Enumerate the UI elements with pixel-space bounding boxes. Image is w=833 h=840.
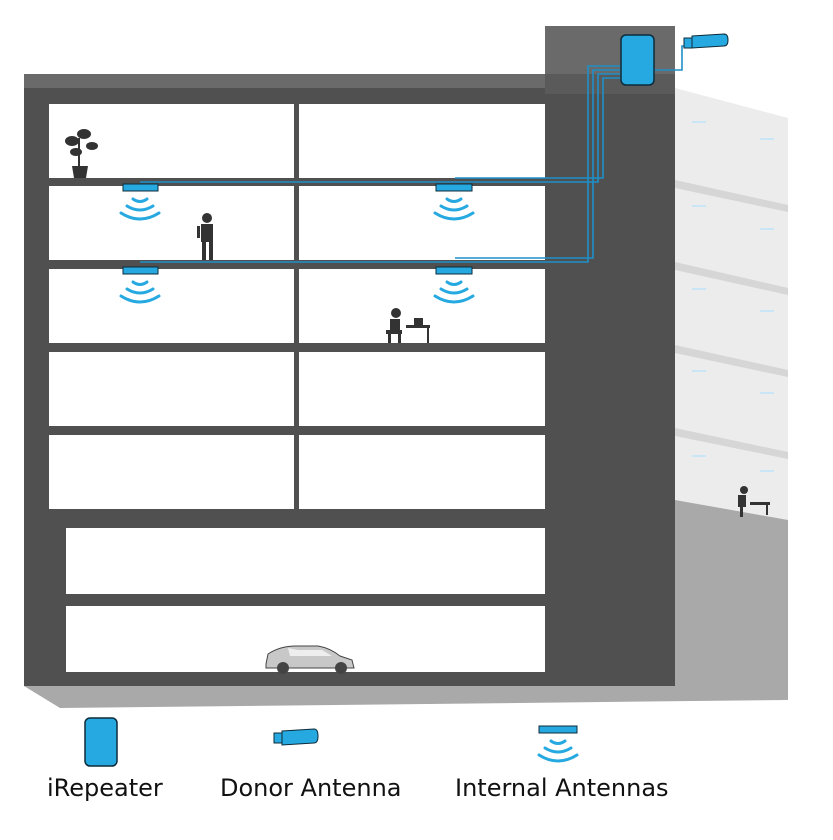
room	[299, 104, 545, 178]
rooms	[49, 104, 545, 672]
room	[299, 186, 545, 260]
wifi-waves-icon	[433, 280, 475, 304]
room	[49, 186, 294, 260]
repeater-icon	[620, 34, 655, 86]
building-side-wall	[675, 88, 788, 700]
person-icon	[197, 213, 213, 260]
room	[49, 104, 294, 178]
wifi-waves	[119, 197, 475, 304]
wifi-waves-icon	[433, 197, 475, 221]
desk-person-icon	[738, 486, 770, 517]
wifi-waves-icon	[119, 280, 161, 304]
donor-antenna-icon	[683, 33, 729, 49]
room	[49, 352, 294, 426]
internal-antenna-icon	[435, 266, 473, 275]
legend-label-donor-antenna: Donor Antenna	[220, 774, 402, 802]
internal-antennas	[122, 183, 473, 275]
room	[49, 435, 294, 509]
ground-slab	[24, 686, 788, 708]
antenna-cables	[140, 45, 690, 263]
room	[66, 528, 545, 594]
legend-repeater-icon	[84, 717, 118, 767]
legend-internal-antenna-icon	[537, 725, 579, 763]
room	[299, 269, 545, 343]
desk-person-icon	[386, 308, 430, 343]
room	[299, 352, 545, 426]
room	[299, 435, 545, 509]
internal-antenna-icon	[435, 183, 473, 192]
internal-antenna-icon	[122, 183, 159, 192]
car-icon	[265, 645, 355, 674]
legend-donor-antenna-icon	[273, 728, 319, 746]
room	[49, 269, 294, 343]
legend-label-repeater: iRepeater	[47, 774, 163, 802]
plant-icon	[65, 129, 98, 178]
internal-antenna-icon	[122, 266, 159, 275]
wifi-waves-icon	[119, 197, 161, 221]
legend-label-internal-antennas: Internal Antennas	[455, 774, 669, 802]
